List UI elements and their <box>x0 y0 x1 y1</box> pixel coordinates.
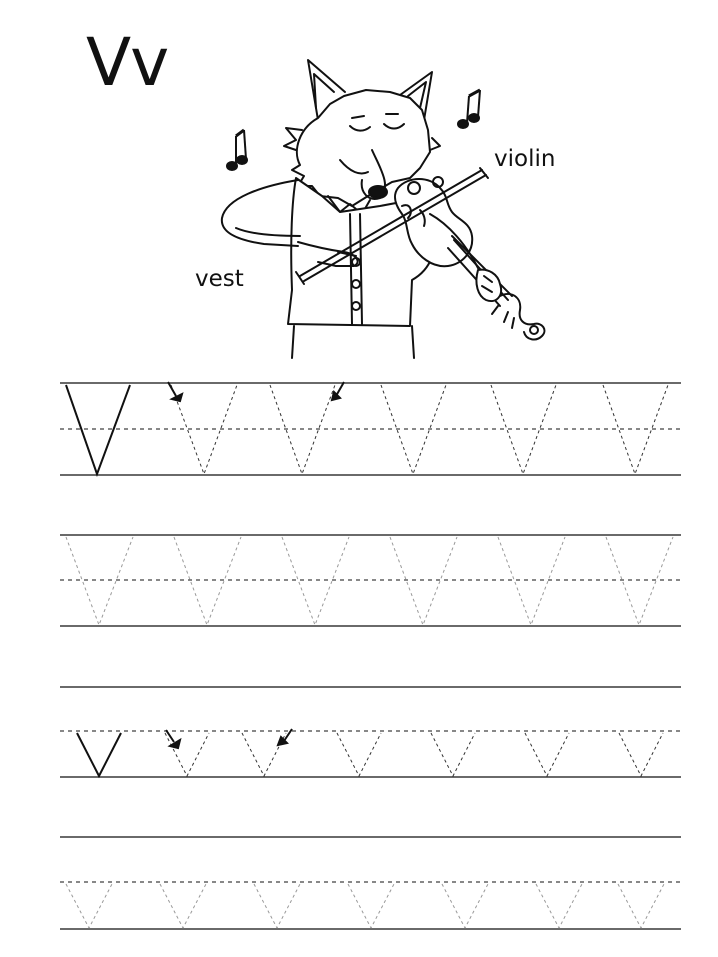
trace-lowercase-v <box>524 732 570 778</box>
model-lowercase-v <box>76 732 122 779</box>
trace-uppercase-v <box>389 536 458 627</box>
trace-uppercase-v <box>269 384 336 476</box>
music-note-left-icon <box>226 128 248 171</box>
trace-uppercase-v <box>170 384 238 476</box>
trace-uppercase-v <box>602 384 669 476</box>
trace-uppercase-v <box>173 536 242 627</box>
label-vest: vest <box>195 266 244 292</box>
trace-lowercase-v <box>65 883 113 930</box>
trace-lowercase-v <box>241 732 287 778</box>
music-note-right-icon <box>457 88 481 129</box>
trace-uppercase-v <box>281 536 350 627</box>
trace-lowercase-v <box>617 883 665 930</box>
wolf-violinist-illustration <box>220 59 546 359</box>
trace-uppercase-v <box>380 384 447 476</box>
lowercase-practice-row-2 <box>60 836 681 930</box>
uppercase-practice-row-1 <box>60 381 681 477</box>
trace-lowercase-v <box>441 883 489 930</box>
trace-lowercase-v <box>618 732 664 778</box>
trace-uppercase-v <box>497 536 566 627</box>
trace-lowercase-v <box>336 732 382 778</box>
trace-uppercase-v <box>605 536 674 627</box>
trace-lowercase-v <box>430 732 476 778</box>
trace-lowercase-v <box>164 732 210 778</box>
letter-heading: Vv <box>86 24 169 101</box>
label-violin: violin <box>494 146 556 172</box>
trace-uppercase-v <box>65 536 134 627</box>
trace-lowercase-v <box>159 883 207 930</box>
model-uppercase-v <box>65 384 131 477</box>
lowercase-practice-row-1 <box>60 686 681 779</box>
trace-lowercase-v <box>347 883 395 930</box>
trace-lowercase-v <box>535 883 583 930</box>
trace-uppercase-v <box>490 384 557 476</box>
trace-lowercase-v <box>253 883 301 930</box>
uppercase-practice-row-2 <box>60 534 681 627</box>
stroke-arrow-icon <box>330 381 345 402</box>
stroke-arrow-icon <box>167 381 184 403</box>
stroke-arrow-icon <box>165 729 182 750</box>
stroke-arrow-icon <box>276 728 293 747</box>
